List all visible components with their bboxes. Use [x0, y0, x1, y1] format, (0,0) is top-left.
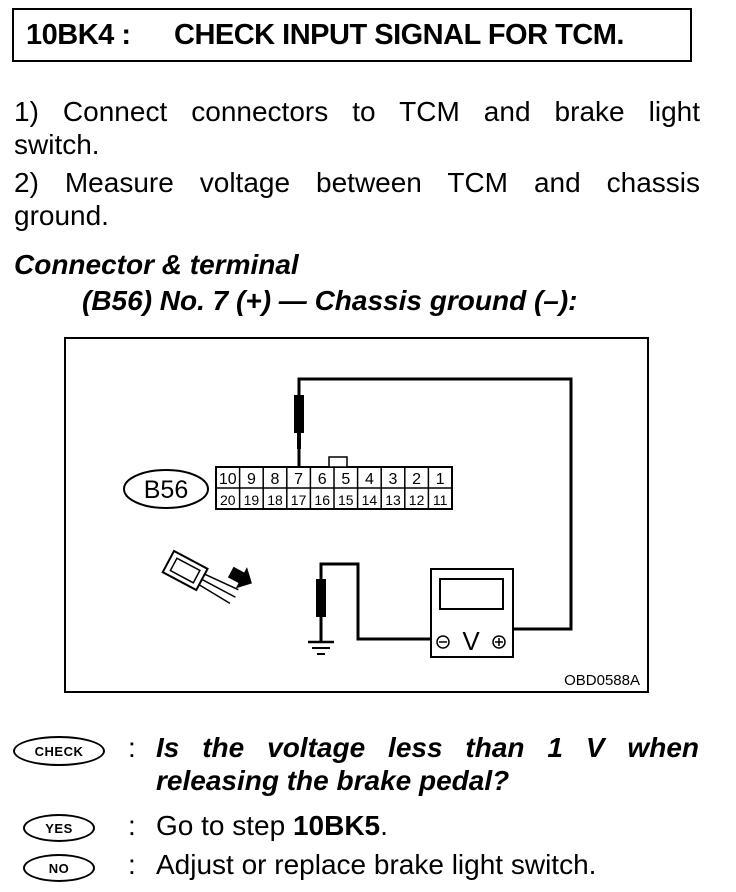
- pin-label-bottom-14: 14: [362, 492, 378, 508]
- step-1-line-2: switch.: [14, 129, 100, 160]
- no-colon: :: [128, 849, 136, 880]
- connector-sketch-icon: [161, 549, 252, 605]
- pin-label-top-3: 3: [389, 471, 398, 488]
- pin-label-top-2: 2: [412, 471, 421, 488]
- voltmeter-display: [439, 578, 504, 610]
- connector-spec: (B56) No. 7 (+) — Chassis ground (–):: [82, 285, 578, 316]
- pin-label-bottom-18: 18: [267, 492, 283, 508]
- yes-suffix: .: [380, 810, 388, 841]
- yes-answer: Go to step 10BK5.: [156, 810, 388, 842]
- step-2-line-2: ground.: [14, 200, 109, 231]
- connector-label-oval: [123, 469, 209, 509]
- step-title: CHECK INPUT SIGNAL FOR TCM.: [174, 19, 624, 51]
- pin-label-bottom-11: 11: [433, 492, 448, 508]
- pin-label-top-1: 1: [436, 471, 445, 488]
- yes-prefix: Go to step: [156, 810, 293, 841]
- yes-badge: YES: [23, 814, 95, 842]
- no-answer: Adjust or replace brake light switch.: [156, 849, 597, 880]
- pin-label-bottom-12: 12: [409, 492, 425, 508]
- pin-label-bottom-16: 16: [314, 492, 330, 508]
- figure-code: OBD0588A: [564, 672, 640, 689]
- pin-label-bottom-17: 17: [291, 492, 307, 508]
- connector-latch: [328, 456, 348, 468]
- pin-label-bottom-19: 19: [244, 492, 260, 508]
- pin-label-bottom-13: 13: [385, 492, 401, 508]
- plus-terminal: [492, 635, 506, 649]
- pin-label-top-7: 7: [294, 471, 303, 488]
- pin-label-top-10: 10: [219, 471, 237, 488]
- pin-label-bottom-20: 20: [220, 492, 236, 508]
- positive-probe: [294, 395, 304, 433]
- step-code: 10BK4 :: [26, 19, 131, 51]
- ground-lead: [319, 562, 434, 641]
- connector-heading: Connector & terminal: [14, 249, 299, 280]
- pin-label-top-8: 8: [271, 471, 280, 488]
- pin-label-top-6: 6: [318, 471, 327, 488]
- check-question-line-1: Is the voltage less than 1 V when: [156, 732, 699, 763]
- step-2-line-1: 2) Measure voltage between TCM and chass…: [14, 167, 700, 198]
- check-colon: :: [128, 732, 136, 763]
- voltmeter-symbol: V: [462, 626, 480, 656]
- pin-label-bottom-15: 15: [338, 492, 354, 508]
- no-badge: NO: [23, 854, 95, 882]
- step-1-line-1: 1) Connect connectors to TCM and brake l…: [14, 96, 700, 127]
- pin-label-top-4: 4: [365, 471, 374, 488]
- pin-label-top-5: 5: [341, 471, 350, 488]
- check-badge: CHECK: [13, 736, 105, 766]
- title-box: 10BK4 : CHECK INPUT SIGNAL FOR TCM.: [12, 8, 692, 62]
- connector-label: B56: [144, 476, 188, 504]
- pin-label-top-9: 9: [247, 471, 256, 488]
- ground-probe: [316, 579, 326, 617]
- check-question-line-2: releasing the brake pedal?: [156, 765, 510, 796]
- minus-terminal: [436, 635, 450, 649]
- yes-colon: :: [128, 810, 136, 841]
- yes-step-ref: 10BK5: [292, 810, 381, 841]
